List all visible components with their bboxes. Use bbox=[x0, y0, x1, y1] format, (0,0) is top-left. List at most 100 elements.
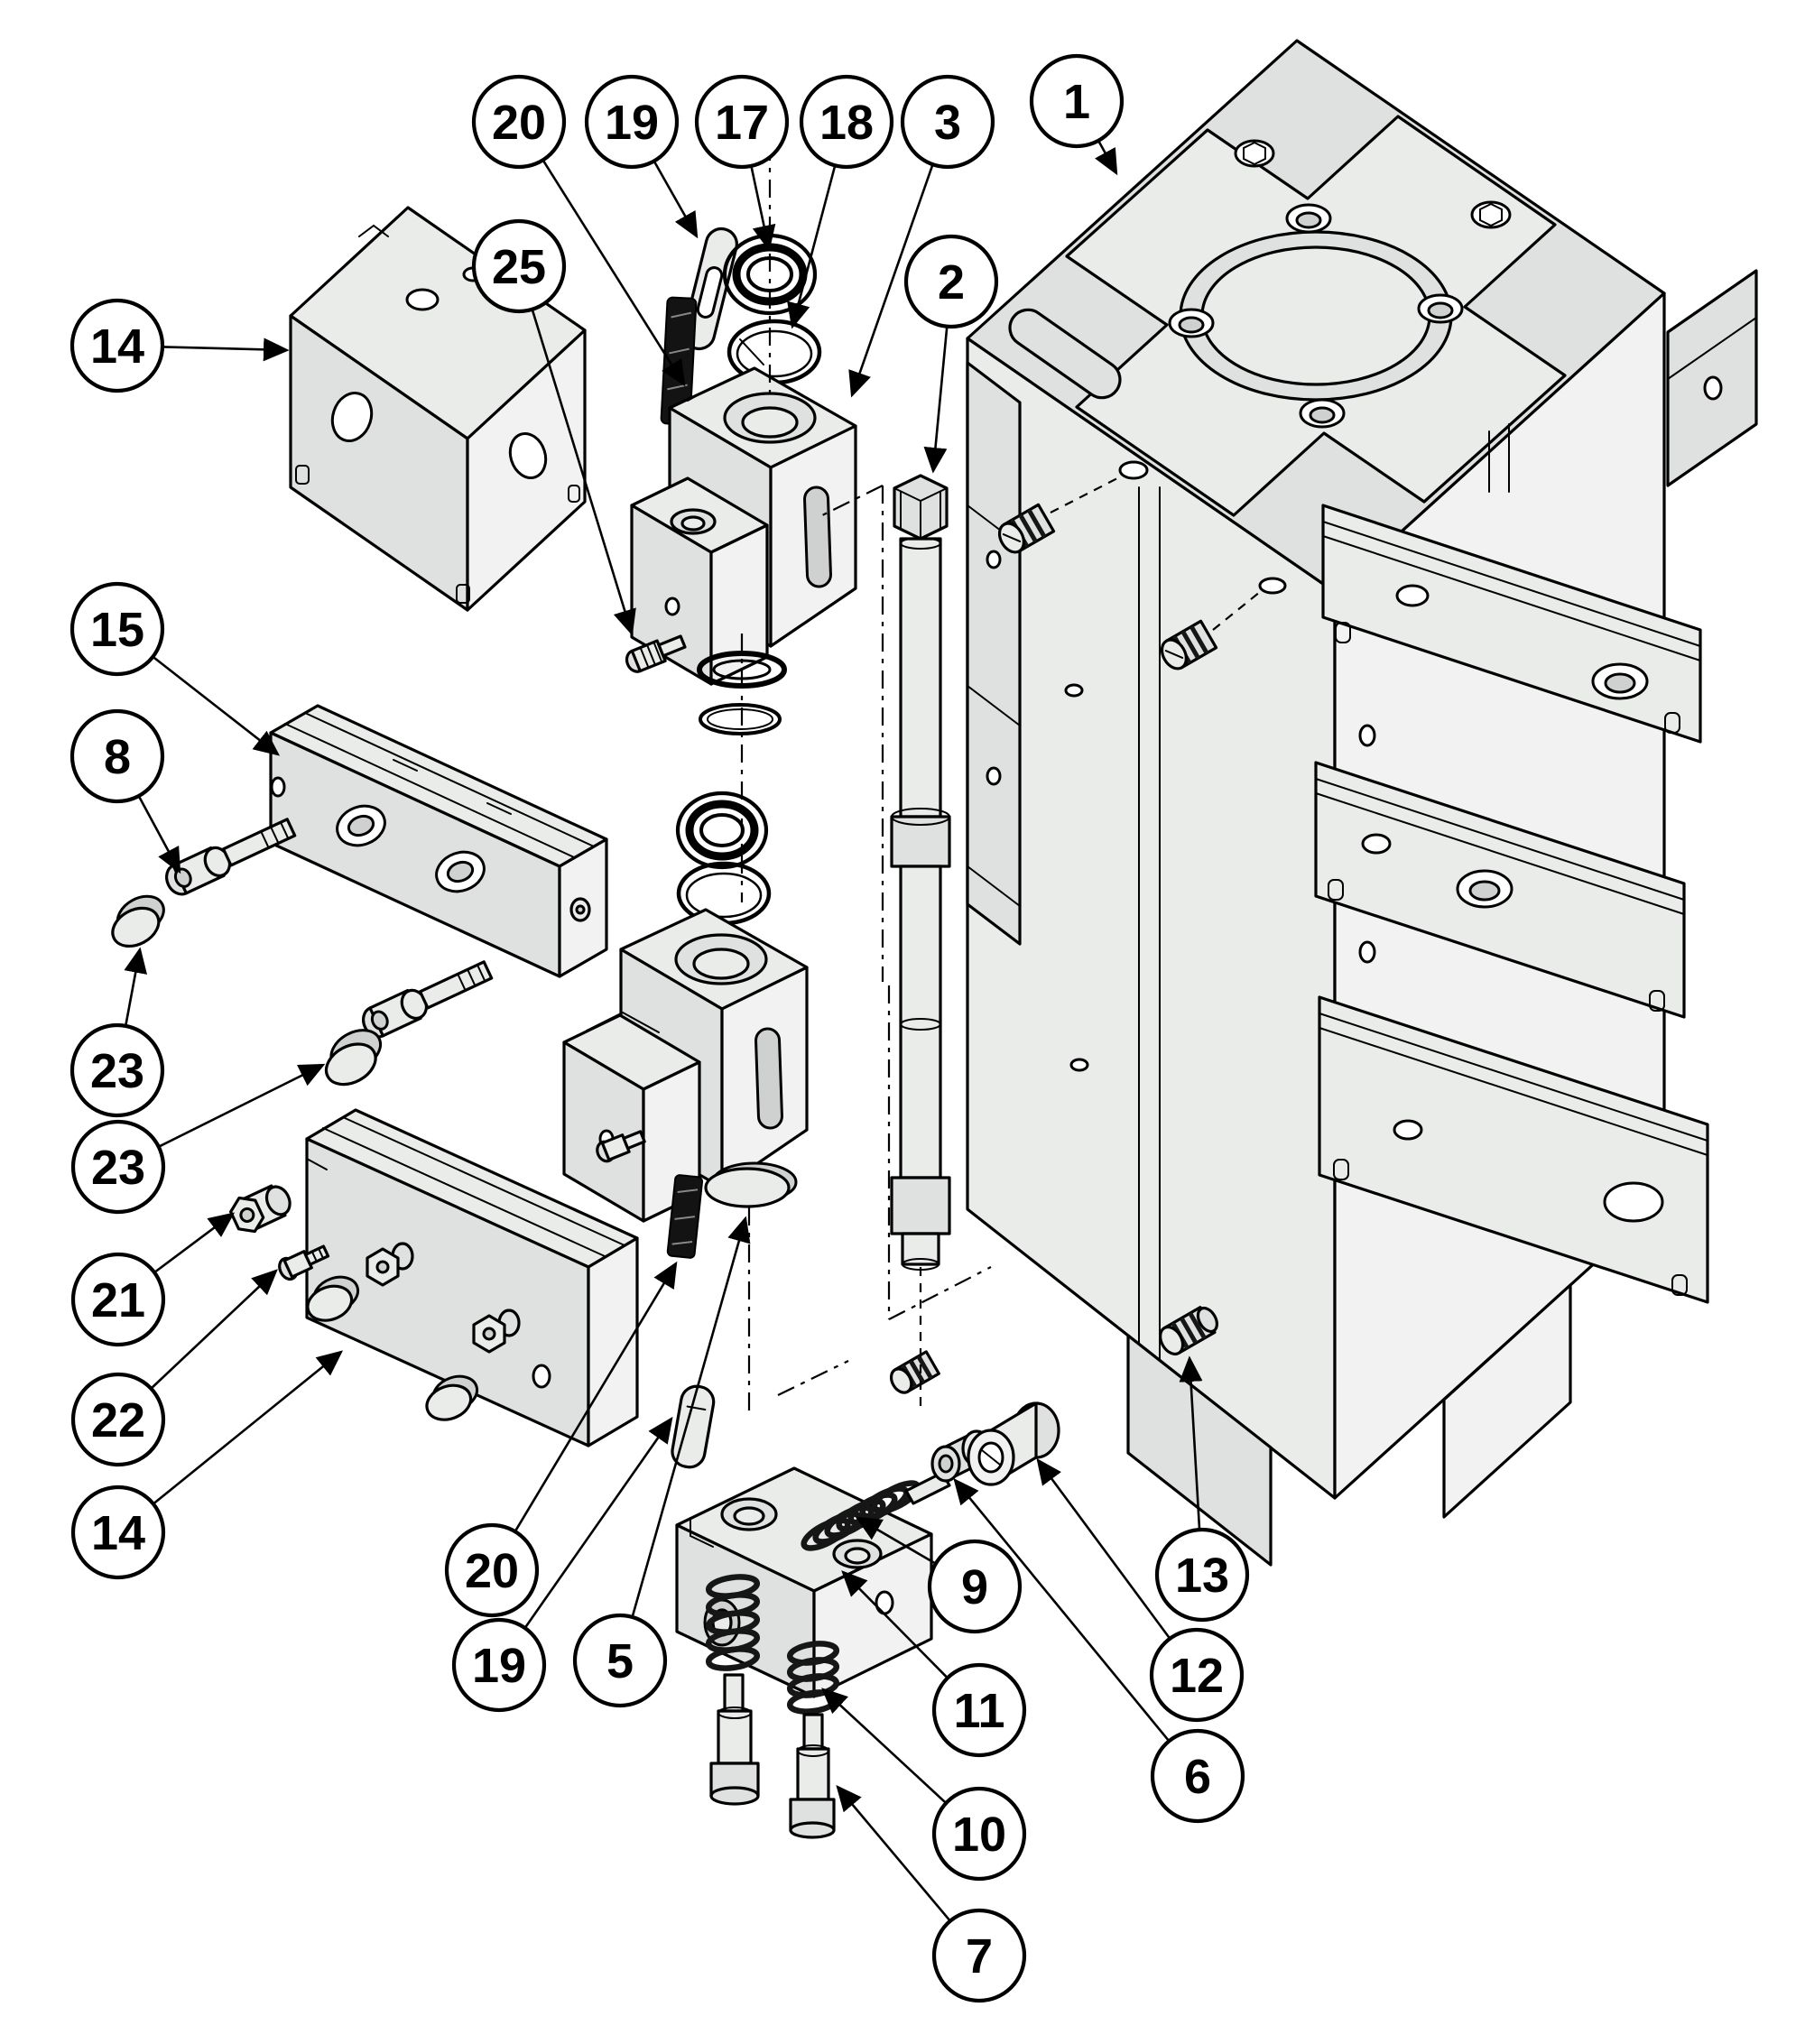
balloon-number: 1 bbox=[1063, 75, 1090, 129]
callout-balloon-2-6: 2 bbox=[903, 234, 999, 474]
leader-line bbox=[923, 327, 949, 474]
balloon-circle bbox=[1150, 1728, 1245, 1824]
o-rings-middle bbox=[675, 791, 772, 926]
side-rail-plate-left bbox=[966, 361, 1022, 946]
sealing-plug-left bbox=[889, 1350, 940, 1394]
clamp-nut-b bbox=[472, 1309, 521, 1354]
set-screw-lower bbox=[1160, 577, 1287, 671]
slide-unit bbox=[165, 704, 608, 1039]
valve-spring-left bbox=[705, 1574, 761, 1671]
cover-cap-a bbox=[111, 894, 165, 948]
balloon-number: 25 bbox=[492, 240, 546, 294]
balloon-circle bbox=[70, 1119, 166, 1215]
pan-screw-22 bbox=[278, 1244, 330, 1281]
balloon-number: 12 bbox=[1170, 1649, 1224, 1703]
balloon-number: 3 bbox=[934, 96, 961, 150]
guide-rail-plate-1 bbox=[1321, 504, 1702, 744]
balloon-circle bbox=[471, 218, 567, 314]
end-tip bbox=[901, 1232, 940, 1266]
balloon-number: 14 bbox=[91, 1506, 145, 1560]
sealing-plug-13 bbox=[1159, 1306, 1218, 1356]
leader-line bbox=[653, 161, 699, 239]
main-body bbox=[889, 39, 1758, 1567]
leader-line bbox=[750, 166, 776, 252]
balloon-circle bbox=[1154, 1527, 1250, 1623]
slotted-pin-19-bottom bbox=[671, 1384, 716, 1469]
spindle bbox=[890, 474, 951, 1271]
leader-line bbox=[848, 164, 934, 398]
balloon-circle bbox=[69, 298, 165, 393]
clamp-nut-a bbox=[366, 1242, 414, 1287]
balloon-circle bbox=[1149, 1627, 1245, 1723]
callout-balloon-23-11: 23 bbox=[69, 947, 165, 1118]
leader-line bbox=[1036, 1457, 1171, 1639]
hex-socket-holes bbox=[1234, 139, 1512, 229]
socket-screw-8b bbox=[362, 960, 494, 1039]
leader-line bbox=[531, 310, 636, 636]
leader-line bbox=[154, 1212, 236, 1273]
poppet-valve-right bbox=[789, 1713, 836, 1839]
balloon-number: 20 bbox=[492, 96, 546, 150]
leader-line bbox=[1179, 1355, 1203, 1530]
main-bore-inner bbox=[1200, 245, 1431, 386]
balloon-circle bbox=[694, 74, 790, 170]
leader-line bbox=[953, 1477, 1170, 1742]
balloon-circle bbox=[1029, 53, 1125, 149]
callout-balloon-21-13: 21 bbox=[70, 1212, 236, 1347]
callout-balloon-19-1: 19 bbox=[584, 74, 699, 239]
balloon-circle bbox=[572, 1613, 668, 1708]
balloon-number: 13 bbox=[1175, 1549, 1229, 1603]
balloon-circle bbox=[903, 234, 999, 329]
leader-line bbox=[514, 1261, 678, 1531]
leader-line bbox=[821, 1688, 947, 1804]
leader-line bbox=[153, 656, 281, 756]
slotted-pin-19-top bbox=[682, 227, 738, 351]
balloon-number: 10 bbox=[952, 1808, 1006, 1862]
balloon-number: 8 bbox=[104, 730, 131, 784]
callout-balloon-8-10: 8 bbox=[69, 708, 181, 874]
foot-right bbox=[1442, 1283, 1572, 1519]
balloon-number: 14 bbox=[90, 319, 144, 374]
callout-balloon-17-2: 17 bbox=[694, 74, 790, 252]
balloon-circle bbox=[69, 581, 165, 677]
balloon-circle bbox=[69, 708, 165, 804]
balloon-number: 11 bbox=[953, 1684, 1004, 1738]
oval-slot bbox=[1008, 308, 1122, 400]
callout-balloon-23-12: 23 bbox=[70, 1063, 326, 1215]
cover-plate-top bbox=[289, 206, 587, 612]
balloon-circle bbox=[471, 74, 567, 170]
balloon-number: 6 bbox=[1184, 1750, 1211, 1804]
callout-balloon-14-8: 14 bbox=[69, 298, 290, 393]
construction-lines bbox=[740, 143, 992, 1412]
callout-balloon-11-20: 11 bbox=[841, 1570, 1027, 1758]
balloon-circle bbox=[70, 1252, 166, 1347]
shaft-upper bbox=[899, 537, 942, 819]
leader-line bbox=[542, 160, 686, 387]
face-cap-b bbox=[425, 1374, 479, 1421]
balloon-number: 19 bbox=[605, 96, 659, 150]
shaft-lower bbox=[899, 865, 942, 1179]
socket-screw-8a bbox=[165, 818, 297, 896]
leader-line bbox=[162, 338, 290, 362]
balloon-circle bbox=[444, 1522, 540, 1618]
leader-line bbox=[631, 1216, 751, 1617]
end-face bbox=[587, 1236, 639, 1447]
callout-balloon-6-25: 6 bbox=[953, 1477, 1245, 1824]
balloon-circle bbox=[931, 1786, 1027, 1882]
balloon-number: 2 bbox=[938, 255, 965, 310]
leader-line bbox=[138, 796, 181, 874]
spacer-ring-12 bbox=[967, 1401, 1060, 1486]
guide-rail-plate-2 bbox=[1314, 761, 1686, 1019]
balloon-number: 20 bbox=[465, 1544, 519, 1598]
leader-line bbox=[524, 1416, 673, 1628]
spiral-pin-20-bottom bbox=[666, 1174, 704, 1259]
leader-line bbox=[151, 1269, 278, 1389]
balloon-number: 9 bbox=[961, 1560, 988, 1614]
balloon-number: 21 bbox=[91, 1273, 145, 1327]
leader-line bbox=[787, 165, 837, 329]
balloon-circle bbox=[70, 1484, 166, 1580]
face-cap-a bbox=[306, 1275, 360, 1322]
mounting-holes bbox=[1168, 203, 1464, 429]
callout-balloon-7-22: 7 bbox=[836, 1785, 1027, 2003]
